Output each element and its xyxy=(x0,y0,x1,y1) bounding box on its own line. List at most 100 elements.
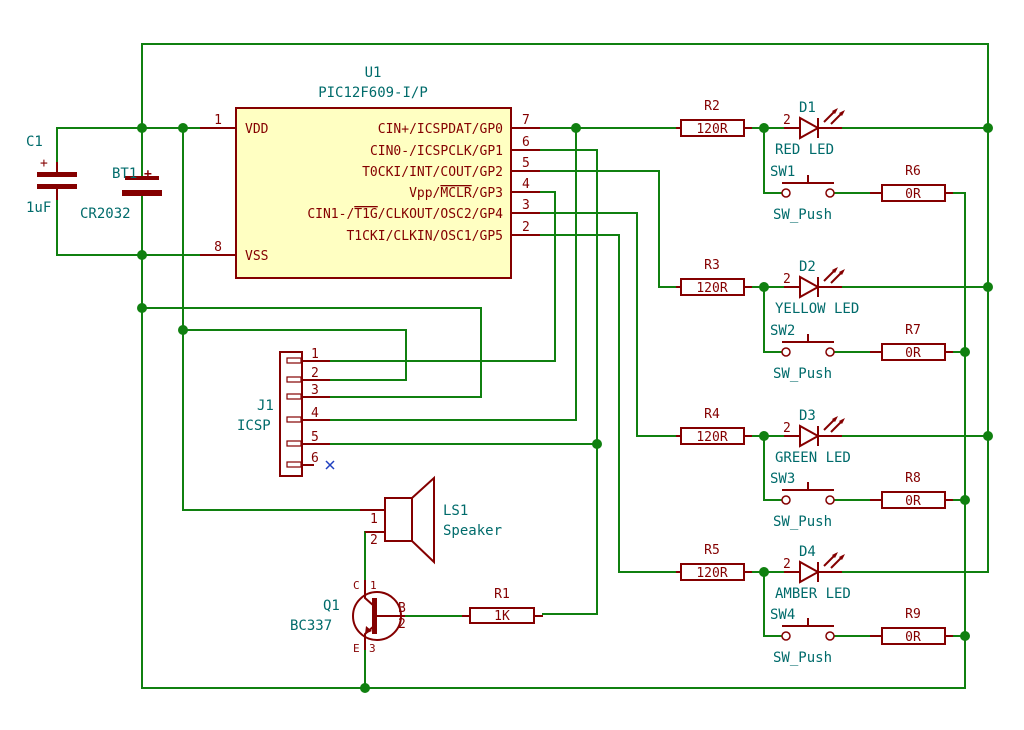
j1-pin1-wire xyxy=(329,191,556,362)
bt1-plate xyxy=(122,190,162,196)
q1-b-label: B xyxy=(398,601,406,616)
led-ref: D4 xyxy=(799,544,816,560)
junctions xyxy=(137,123,993,693)
junction-dot xyxy=(360,683,370,693)
speaker-cone xyxy=(411,475,435,565)
bt1-value: CR2032 xyxy=(80,206,131,222)
j1-pin-num: 4 xyxy=(311,406,319,421)
led-value: YELLOW LED xyxy=(775,301,859,317)
u1-pin-name: CIN+/ICSPDAT/GP0 xyxy=(378,122,503,137)
u1-pin-name-part: CIN+/ICSPDAT/GP0 xyxy=(378,122,503,137)
r1-resistor: R1 1K xyxy=(462,587,543,624)
j1-pin4-wire xyxy=(329,127,577,421)
ls1-speaker: 1 2 LS1 Speaker xyxy=(360,475,502,565)
link-resistor-value: 0R xyxy=(905,494,921,509)
q1-b-pin: 2 xyxy=(398,617,406,632)
c1-bottom-wire xyxy=(56,199,201,256)
u1-pin-name-part: /CLKOUT/OSC2/GP4 xyxy=(378,207,503,222)
led-arrow-heads xyxy=(832,416,845,424)
j1-pin2-wire xyxy=(182,329,407,381)
u1-pin-name: VSS xyxy=(245,249,268,264)
u1-pin-name-part: CIN1-/ xyxy=(307,207,354,222)
switch-value: SW_Push xyxy=(773,366,832,382)
led-symbol xyxy=(784,116,842,140)
u1-pin-num: 2 xyxy=(522,220,530,235)
q1-e-label: E xyxy=(353,642,360,655)
junction-dot xyxy=(759,431,769,441)
u1-pin-name-part: T0CKI/INT/COUT/GP2 xyxy=(362,165,503,180)
gp1-wire xyxy=(539,149,598,615)
switch-contact xyxy=(825,495,835,505)
ls1-pin-num: 2 xyxy=(370,533,378,548)
u1-pin-name: CIN0-/ICSPCLK/GP1 xyxy=(370,144,503,159)
u1-pin-name: T1CKI/CLKIN/OSC1/GP5 xyxy=(346,229,503,244)
q1-value: BC337 xyxy=(290,618,332,634)
junction-dot xyxy=(960,631,970,641)
u1-value: PIC12F609-I/P xyxy=(318,85,428,101)
u1-pin-name-overbar: T1G xyxy=(354,207,378,222)
j1-connector: 1 2 3 4 5 6 J1 ICSP xyxy=(237,347,335,477)
junction-dot xyxy=(137,303,147,313)
junction-dot xyxy=(137,250,147,260)
switch-contact xyxy=(781,347,791,357)
junction-dot xyxy=(592,439,602,449)
speaker-vdd-wire xyxy=(182,127,361,511)
switch-contact xyxy=(825,631,835,641)
wires xyxy=(56,43,989,689)
no-connect-marker xyxy=(325,460,335,470)
switch-ref: SW3 xyxy=(770,471,795,487)
j1-pin-num: 5 xyxy=(311,430,319,445)
led-value: RED LED xyxy=(775,142,834,158)
j1-ref: J1 xyxy=(257,398,274,414)
u1-pin-name: CIN1-/T1G/CLKOUT/OSC2/GP4 xyxy=(307,207,503,222)
r1-value: 1K xyxy=(494,609,510,624)
link-resistor-ref: R8 xyxy=(905,471,921,486)
u1-pin-name-part: T1CKI/CLKIN/OSC1/GP5 xyxy=(346,229,503,244)
link-resistor-ref: R9 xyxy=(905,607,921,622)
u1-pin-num: 7 xyxy=(522,113,530,128)
led-pin-num: 2 xyxy=(783,421,791,436)
ls1-ref: LS1 xyxy=(443,503,468,519)
switch-value: SW_Push xyxy=(773,514,832,530)
u1-pin-name-part: /GP3 xyxy=(472,186,503,201)
u1-pin-num: 6 xyxy=(522,135,530,150)
c1-ref: C1 xyxy=(26,134,43,150)
q1-transistor: C 1 B 2 E 3 Q1 BC337 xyxy=(290,579,406,655)
junction-dot xyxy=(983,431,993,441)
ch1-switch-wire xyxy=(763,127,871,194)
u1-pin-num: 8 xyxy=(214,240,222,255)
led-symbol xyxy=(784,275,842,299)
ls1-value: Speaker xyxy=(443,523,502,539)
switch-actuator xyxy=(782,175,834,184)
junction-dot xyxy=(960,495,970,505)
link-resistor-value: 0R xyxy=(905,630,921,645)
j1-pin-num: 6 xyxy=(311,451,319,466)
link-resistor-value: 0R xyxy=(905,346,921,361)
led-arrow-heads xyxy=(832,267,845,275)
led-pin-num: 2 xyxy=(783,113,791,128)
bt1-battery: BT1 + CR2032 xyxy=(80,166,162,222)
junction-dot xyxy=(137,123,147,133)
switch-actuator xyxy=(782,482,834,491)
switch-actuator xyxy=(782,334,834,343)
c1-value: 1uF xyxy=(26,200,51,216)
led-symbol xyxy=(784,560,842,584)
bt1-ref: BT1 xyxy=(112,166,137,182)
j1-pin-num: 3 xyxy=(311,383,319,398)
q1-e-pin: 3 xyxy=(369,642,376,655)
c1-plus-sign: + xyxy=(40,156,48,171)
junction-dot xyxy=(759,282,769,292)
j1-pins xyxy=(302,360,330,466)
switch-contact xyxy=(781,188,791,198)
j1-pin-num: 2 xyxy=(311,366,319,381)
u1-pin-name: T0CKI/INT/COUT/GP2 xyxy=(362,165,503,180)
speaker-pins xyxy=(360,509,385,533)
u1-right-pins xyxy=(511,127,540,236)
series-resistor-value: 120R xyxy=(696,122,727,137)
switch-actuator xyxy=(782,618,834,627)
u1-pin-num: 3 xyxy=(522,198,530,213)
u1-ic: U1 PIC12F609-I/P 1 VDD 8 VSS 7CIN+/ICSPD… xyxy=(200,65,540,279)
